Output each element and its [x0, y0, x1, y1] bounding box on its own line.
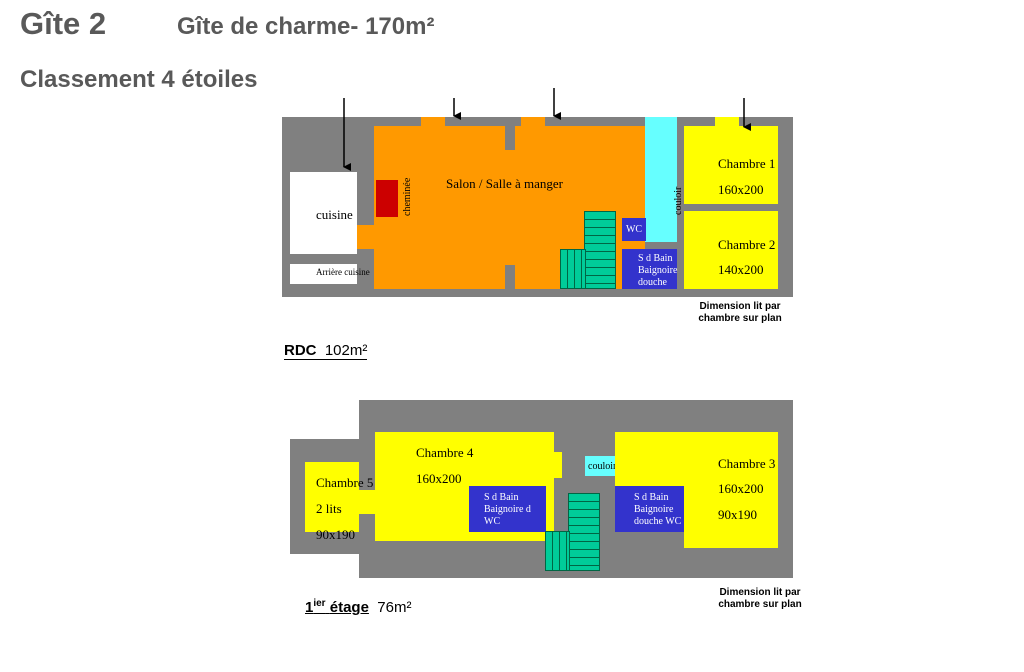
etage-sdb-left [469, 486, 546, 532]
rdc-chambre2-bed: 140x200 [718, 262, 764, 277]
etage-caption-sup: ier [313, 598, 326, 609]
etage-chambre3-ext [615, 432, 684, 486]
rdc-salon-wall-bottom [505, 265, 515, 289]
etage-chambre3-bed1: 160x200 [718, 481, 764, 496]
etage-chambre5-name: Chambre 5 [316, 475, 374, 490]
rdc-cheminee [376, 180, 398, 217]
etage-caption-word: étage [329, 599, 369, 616]
etage-caption-num: 1 [305, 599, 314, 616]
etage-note: Dimension lit par chambre sur plan [718, 587, 802, 610]
rdc-door-top-1 [421, 117, 445, 126]
etage-chambre3-name: Chambre 3 [718, 456, 776, 471]
etage-chambre5-door [359, 490, 375, 514]
classement: Classement 4 étoiles [20, 66, 258, 93]
rdc-door-cuisine [352, 225, 374, 249]
rdc-sdb [622, 249, 677, 289]
etage-chambre3 [684, 432, 778, 548]
rdc-wc [622, 218, 646, 241]
etage-chambre5-size: 90x190 [316, 527, 355, 542]
rdc-caption: RDC 102m² [284, 342, 368, 360]
rdc-arriere-cuisine-label: Arrière cuisine [316, 267, 370, 277]
rdc-salon-wall-top [505, 126, 515, 150]
etage-sdb-left-label: S d Bain Baignoire d WC [484, 492, 531, 527]
rdc-chambre1-door [715, 117, 739, 126]
gite-title: Gîte de charme- 170m² [177, 13, 435, 40]
etage-chambre5-beds: 2 lits [316, 501, 342, 516]
rdc-arriere-cuisine [290, 264, 357, 284]
rdc-note: Dimension lit par chambre sur plan [698, 301, 782, 324]
rdc-salon-label: Salon / Salle à manger [446, 176, 563, 191]
etage-caption: 1ier étage 76m² [305, 598, 411, 616]
rdc-chambre1-name: Chambre 1 [718, 156, 776, 171]
rdc-caption-name: RDC [284, 342, 317, 359]
rdc-cuisine-label: cuisine [316, 207, 353, 222]
rdc-caption-area: 102m² [324, 342, 368, 359]
rdc-stairs-upper [584, 211, 616, 289]
rdc-sdb-label: S d Bain Baignoire douche [638, 253, 678, 288]
etage-caption-area: 76m² [377, 599, 412, 616]
rdc-stairs-lower [560, 249, 586, 289]
rdc-chambre1 [684, 126, 778, 204]
etage-chambre5 [305, 462, 359, 532]
etage-couloir-label: couloir [588, 461, 617, 472]
rdc-chambre2 [684, 211, 778, 289]
rdc-chambre1-bed: 160x200 [718, 182, 764, 197]
gite-number: Gîte 2 [20, 6, 107, 41]
etage-caption-name: 1ier étage [305, 598, 369, 616]
etage-sdb-right [615, 486, 684, 532]
etage-sdb-right-label: S d Bain Baignoire douche WC [634, 492, 682, 527]
rdc-wc-label: WC [625, 224, 643, 235]
rdc-chambre2-name: Chambre 2 [718, 237, 776, 252]
etage-chambre4-name: Chambre 4 [416, 445, 474, 460]
rdc-door-top-2 [521, 117, 545, 126]
rdc-couloir [645, 117, 677, 242]
etage-chambre4-door [554, 452, 562, 478]
etage-stairs-lower [545, 531, 570, 571]
etage-chambre4-bed: 160x200 [416, 471, 462, 486]
etage-stairs-upper [568, 493, 600, 571]
rdc-cuisine [290, 172, 357, 254]
etage-chambre3-bed2: 90x190 [718, 507, 757, 522]
